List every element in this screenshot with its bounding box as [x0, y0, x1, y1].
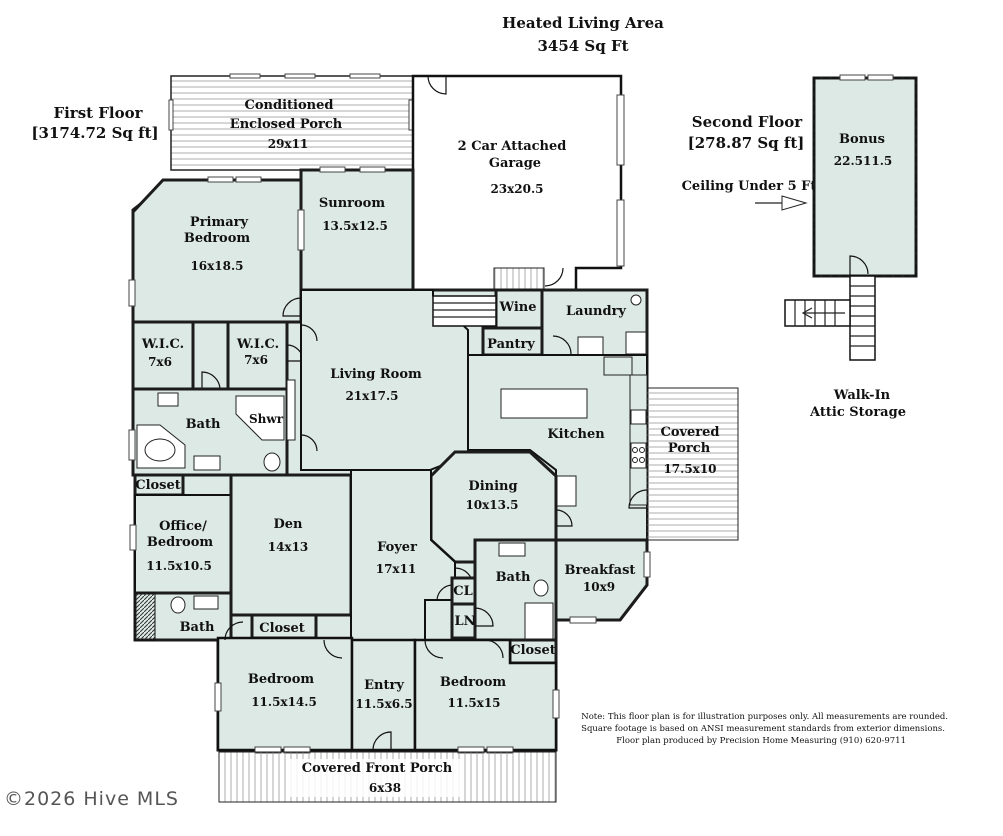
walk-in-attic-name1: Walk-In	[833, 388, 891, 403]
office-name2: Bedroom	[147, 535, 214, 550]
den-name: Den	[274, 517, 304, 532]
note-line1: Note: This floor plan is for illustratio…	[581, 712, 948, 722]
covered-porch-dims: 17.5x10	[663, 462, 716, 476]
kitchen-name: Kitchen	[547, 427, 605, 442]
closet-left-name: Closet	[259, 621, 305, 636]
breakfast-dims: 10x9	[583, 580, 615, 594]
pantry: Pantry	[481, 326, 544, 357]
foyer-name: Foyer	[377, 540, 417, 555]
walk-in-attic-name2: Attic Storage	[809, 405, 906, 420]
enclosed-porch-dims: 29x11	[268, 137, 309, 151]
primary-bedroom-dims: 16x18.5	[190, 259, 243, 273]
front-porch-dims: 6x38	[369, 781, 401, 795]
bedroom-right-name: Bedroom	[440, 675, 507, 690]
wic-left-dims: 7x6	[148, 355, 172, 369]
covered-porch-name2: Porch	[668, 441, 711, 456]
primary-bedroom-name2: Bedroom	[184, 231, 251, 246]
note-line3: Floor plan produced by Precision Home Me…	[616, 735, 906, 746]
office-closet-name: Closet	[135, 478, 181, 493]
enclosed-porch-name2: Enclosed Porch	[230, 117, 343, 132]
primary-bath: Bath Shwr	[128, 387, 289, 477]
ceiling-note: Ceiling Under 5 Ft	[682, 179, 817, 194]
sunroom-dims: 13.5x12.5	[322, 219, 388, 233]
garage-name1: 2 Car Attached	[458, 139, 567, 154]
ln-closet: LN	[450, 602, 494, 640]
laundry: Laundry	[540, 288, 649, 359]
cl-name: CL	[453, 584, 473, 599]
disclaimer-note: Note: This floor plan is for illustratio…	[581, 712, 948, 746]
garage-name2: Garage	[489, 156, 541, 171]
office-bedroom: Office/ Bedroom 11.5x10.5	[129, 494, 232, 594]
wine-room: Wine	[494, 288, 544, 330]
bedroom-left-dims: 11.5x14.5	[251, 695, 317, 709]
second-floor-title: Second Floor	[692, 113, 803, 131]
entry-name: Entry	[364, 678, 404, 693]
wic-right: W.I.C. 7x6	[226, 320, 289, 391]
wine-name: Wine	[498, 300, 536, 315]
watermark: ©2026 Hive MLS	[4, 788, 179, 810]
closet-right: Closet	[508, 638, 558, 665]
stairs	[432, 295, 497, 327]
wic-right-dims: 7x6	[244, 353, 268, 367]
living-room-dims: 21x17.5	[345, 389, 398, 403]
dining-name: Dining	[468, 479, 517, 494]
bonus-room: Bonus 22.511.5	[812, 74, 918, 278]
arrow-right-icon	[755, 195, 808, 211]
attic-stairs: Walk-In Attic Storage	[784, 275, 906, 420]
foyer-dims: 17x11	[376, 562, 417, 576]
bedroom-left-name: Bedroom	[248, 672, 315, 687]
breakfast-name: Breakfast	[565, 563, 636, 578]
covered-porch-name1: Covered	[660, 425, 719, 440]
wic-left-name: W.I.C.	[141, 337, 184, 352]
sunroom-name: Sunroom	[319, 196, 385, 211]
bedroom-right: Bedroom 11.5x15	[413, 638, 560, 754]
den-dims: 14x13	[268, 540, 309, 554]
first-floor-sqft: [3174.72 Sq ft]	[31, 124, 158, 142]
ln-name: LN	[454, 614, 475, 629]
hall-bath-name: Bath	[496, 570, 531, 585]
first-floor-title: First Floor	[53, 104, 143, 122]
office-name1: Office/	[159, 519, 207, 534]
kitchen: Kitchen	[467, 354, 648, 541]
covered-porch: Covered Porch 17.5x10	[628, 387, 739, 541]
header-sqft: 3454 Sq Ft	[537, 37, 628, 55]
note-line2: Square footage is based on ANSI measurem…	[581, 724, 945, 734]
wic-left: W.I.C. 7x6	[131, 320, 195, 391]
covered-front-porch: Covered Front Porch 6x38	[218, 751, 557, 803]
den: Den 14x13	[229, 473, 353, 617]
primary-bath-name: Bath	[186, 417, 221, 432]
office-dims: 11.5x10.5	[146, 559, 212, 573]
enclosed-porch: Conditioned Enclosed Porch 29x11	[168, 73, 414, 171]
second-floor-sqft: [278.87 Sq ft]	[688, 134, 805, 152]
breakfast: Breakfast 10x9	[554, 538, 651, 624]
garage: 2 Car Attached Garage 23x20.5	[411, 74, 625, 292]
dining-dims: 10x13.5	[465, 498, 518, 512]
bonus-name: Bonus	[839, 132, 885, 147]
office-bath-name: Bath	[180, 620, 215, 635]
pantry-name: Pantry	[487, 337, 535, 352]
bedroom-left: Bedroom 11.5x14.5	[214, 621, 354, 754]
garage-dims: 23x20.5	[490, 182, 543, 196]
bonus-dims: 22.511.5	[834, 154, 892, 168]
enclosed-porch-name1: Conditioned	[245, 98, 334, 113]
office-bath: Bath	[133, 591, 233, 642]
sunroom: Sunroom 13.5x12.5	[297, 166, 415, 309]
hall-bath: Bath	[473, 538, 558, 642]
header-title: Heated Living Area	[502, 14, 664, 32]
entry: Entry 11.5x6.5	[350, 638, 417, 752]
primary-bedroom: Primary Bedroom 16x18.5	[128, 176, 303, 324]
entry-dims: 11.5x6.5	[355, 697, 412, 711]
closet-right-name: Closet	[510, 643, 556, 658]
front-porch-name: Covered Front Porch	[302, 761, 453, 776]
laundry-name: Laundry	[566, 304, 626, 319]
living-room: Living Room 21x17.5	[286, 289, 469, 471]
bedroom-right-dims: 11.5x15	[447, 696, 500, 710]
primary-bedroom-name1: Primary	[190, 215, 249, 230]
living-room-name: Living Room	[330, 367, 422, 382]
wic-right-name: W.I.C.	[236, 337, 279, 352]
shower-label: Shwr	[249, 412, 284, 426]
